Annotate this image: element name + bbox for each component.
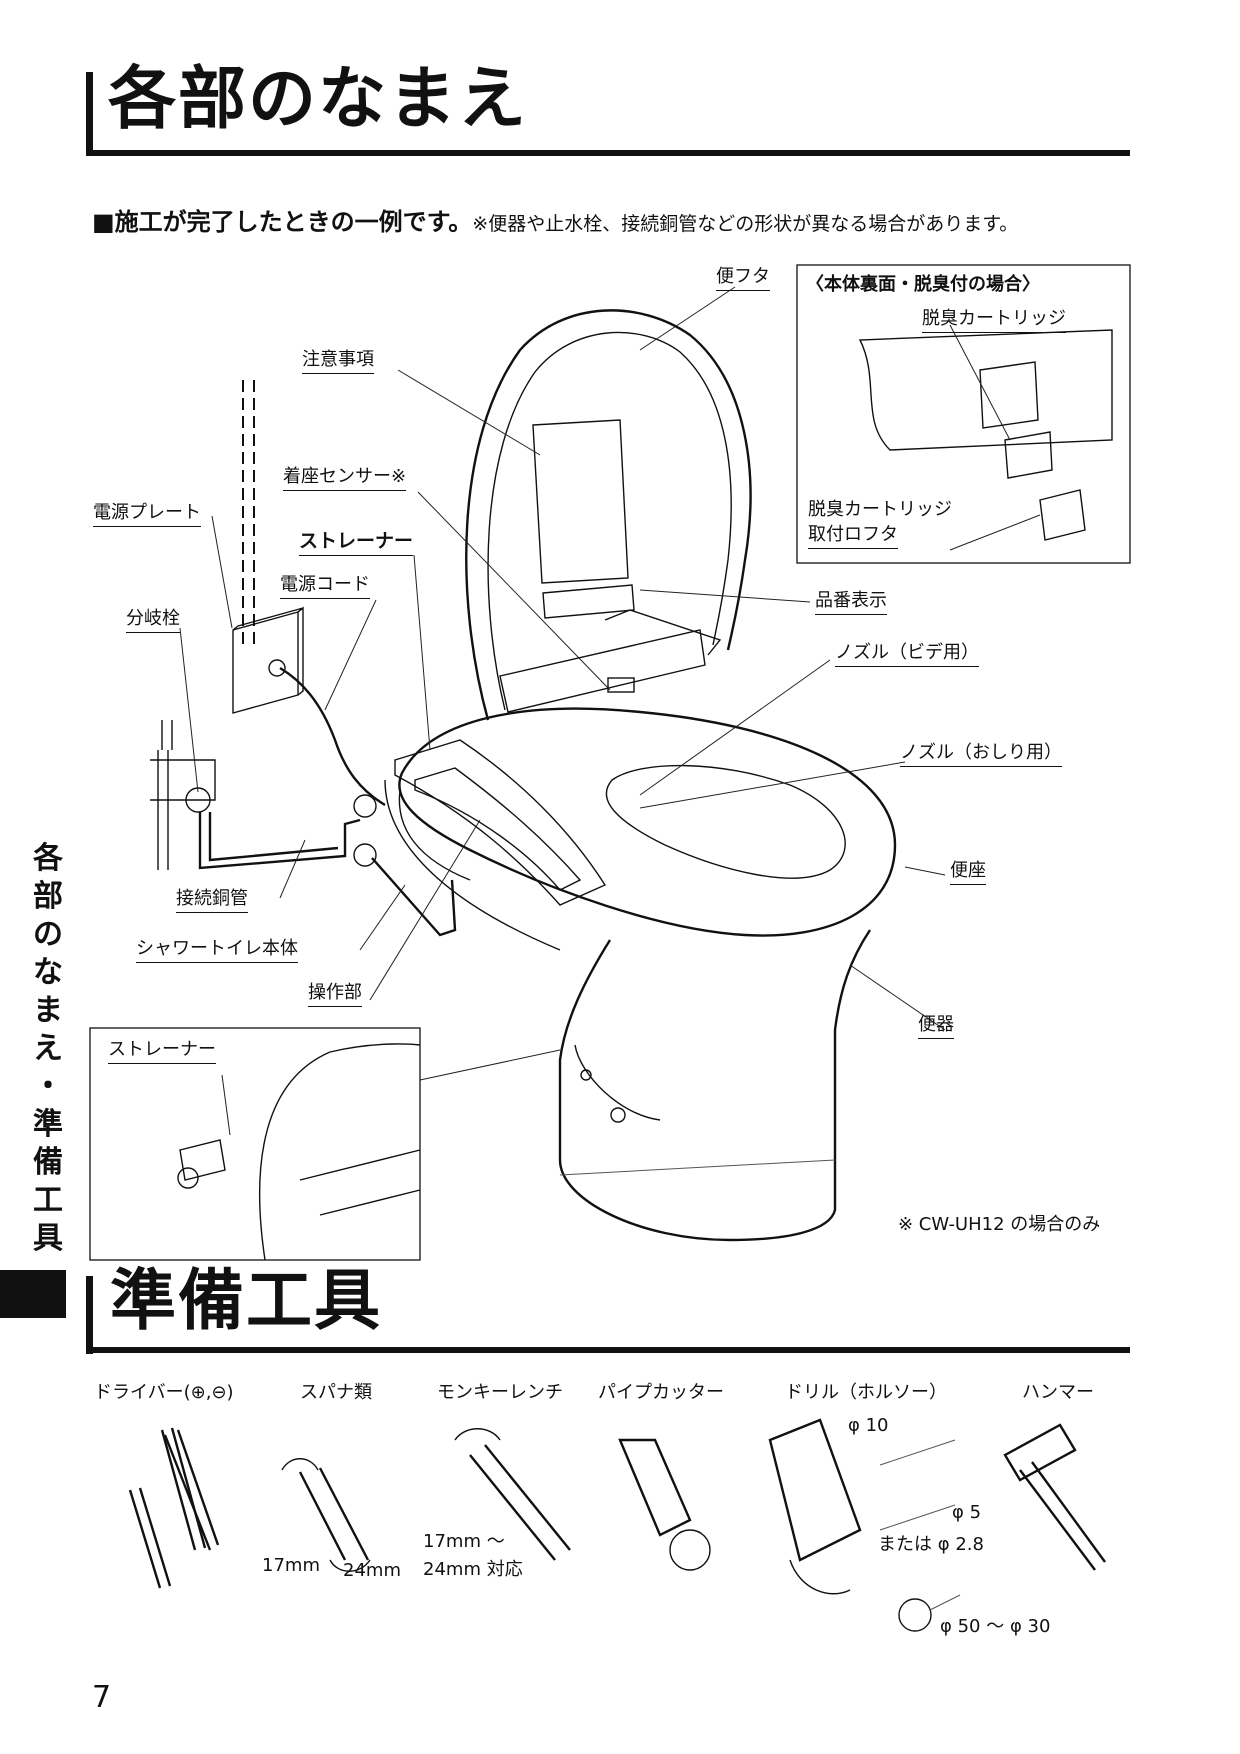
tool-driver: ドライバー(⊕,⊖) xyxy=(94,1382,234,1403)
label-unit-body: シャワートイレ本体 xyxy=(136,934,298,963)
label-seat: 便座 xyxy=(950,856,986,885)
label-power-plate: 電源プレート xyxy=(93,498,201,527)
monkey-spec-2: 24mm 対応 xyxy=(423,1559,523,1580)
spanner-size-17: 17mm xyxy=(262,1555,320,1576)
subtitle-bold: ■施工が完了したときの一例です。 xyxy=(92,208,473,236)
label-control: 操作部 xyxy=(308,978,362,1007)
tool-monkey-wrench: モンキーレンチ xyxy=(437,1382,563,1403)
page-number: 7 xyxy=(92,1680,112,1715)
page-title: 各部のなまえ xyxy=(108,60,529,139)
label-caution: 注意事項 xyxy=(302,345,374,374)
label-bowl: 便器 xyxy=(918,1010,954,1039)
inset-back-title: 〈本体裏面・脱臭付の場合〉 xyxy=(806,274,1040,295)
tool-spanner: スパナ類 xyxy=(300,1382,372,1403)
label-strainer: ストレーナー xyxy=(299,526,414,556)
inset-strainer-label: ストレーナー xyxy=(108,1035,216,1064)
drill-bit-5: φ 5 xyxy=(952,1502,982,1523)
monkey-spec-1: 17mm ～ xyxy=(423,1531,505,1552)
label-lid: 便フタ xyxy=(716,262,770,291)
side-tab-marker xyxy=(0,1270,66,1318)
note-model: ※ CW-UH12 の場合のみ xyxy=(898,1214,1101,1235)
label-seat-sensor: 着座センサー※ xyxy=(283,462,407,491)
title-bar-vertical xyxy=(86,72,93,156)
label-copper-pipe: 接続銅管 xyxy=(176,884,248,913)
label-cartridge: 脱臭カートリッジ xyxy=(922,304,1066,333)
title-underline xyxy=(86,150,1130,156)
tool-pipe-cutter: パイプカッター xyxy=(598,1382,724,1403)
label-nozzle-bidet: ノズル（ビデ用） xyxy=(835,638,979,667)
tools-title-bar-vertical xyxy=(86,1276,93,1354)
tools-title: 準備工具 xyxy=(110,1262,382,1339)
label-cartridge-cover-1: 脱臭カートリッジ xyxy=(808,499,952,520)
subtitle: ■施工が完了したときの一例です。※便器や止水栓、接続銅管などの形状が異なる場合が… xyxy=(92,202,1018,237)
label-cartridge-cover-2: 取付ロフタ xyxy=(808,520,898,549)
tools-title-underline xyxy=(86,1347,1130,1353)
label-nozzle-oshiri: ノズル（おしり用） xyxy=(900,738,1062,767)
drill-bit-10: φ 10 xyxy=(848,1415,889,1436)
label-power-cord: 電源コード xyxy=(280,570,370,599)
hole-saw-size: φ 50 ～ φ 30 xyxy=(940,1616,1051,1637)
label-model-display: 品番表示 xyxy=(815,586,887,615)
tool-drill: ドリル（ホルソー） xyxy=(785,1382,947,1403)
subtitle-note: ※便器や止水栓、接続銅管などの形状が異なる場合があります。 xyxy=(472,213,1019,235)
label-branch-valve: 分岐栓 xyxy=(126,604,180,633)
side-tab-text: 各 部 の な ま え ・ 準 備 工 具 xyxy=(33,841,63,1256)
spanner-size-24: 24mm xyxy=(343,1560,401,1581)
drill-bit-2-8: または φ 2.8 xyxy=(878,1534,984,1555)
tool-hammer: ハンマー xyxy=(1022,1382,1094,1403)
